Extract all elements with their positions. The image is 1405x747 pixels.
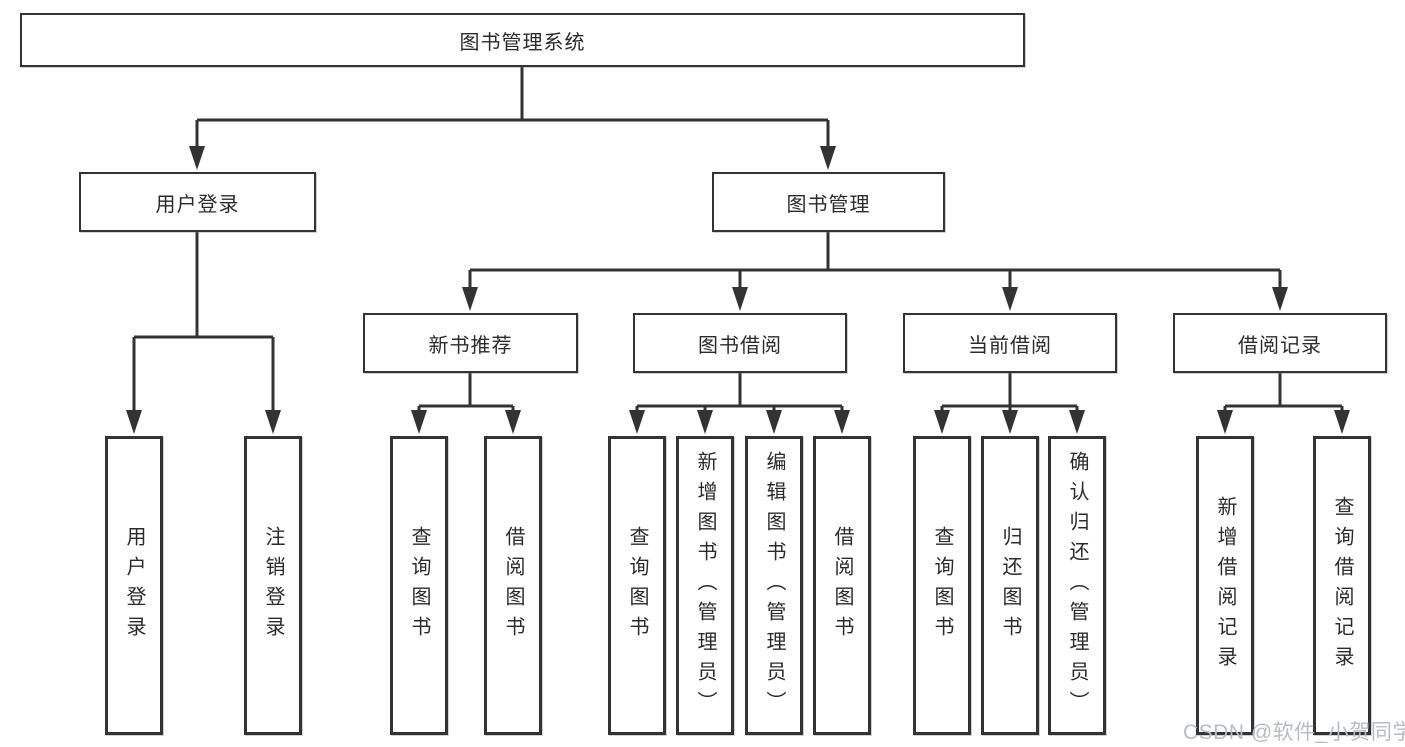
node-leaf-nbr-borrow-books-label: 借阅图书 [502,525,524,646]
arrowhead-br-query-record [1334,410,1350,434]
node-leaf-bb-edit-book-admin: 编辑图书（管理员） [745,436,803,735]
arrowhead-nbr-borrow-books [505,410,521,434]
node-branch-book-management: 图书管理 [712,172,945,232]
node-group-current-borrowing: 当前借阅 [903,313,1117,373]
arrowhead-new-book-recommend [462,287,478,311]
connector-user-login-to-leaves [132,232,275,411]
connector-new-book-recommend-to-leaves [417,373,515,411]
node-leaf-cb-query-books-label: 查询图书 [931,525,953,646]
node-leaf-bb-edit-book-admin-label: 编辑图书（管理员） [763,450,785,721]
node-group-book-borrowing-label: 图书借阅 [698,334,782,357]
node-leaf-bb-borrow-books: 借阅图书 [813,436,871,735]
node-leaf-user-login: 用户登录 [105,436,163,735]
node-leaf-cb-return-book-label: 归还图书 [999,525,1021,646]
arrowhead-cb-return-book [1002,410,1018,434]
node-leaf-bb-add-book-admin-label: 新增图书（管理员） [694,450,716,721]
node-group-book-borrowing: 图书借阅 [633,313,847,373]
node-branch-book-management-label: 图书管理 [786,193,871,216]
node-branch-user-login: 用户登录 [79,172,316,232]
connector-book-management-to-groups [468,232,1282,288]
node-leaf-cb-query-books: 查询图书 [913,436,971,735]
watermark: CSDN @软件_小贺同学 [1183,721,1405,744]
arrowhead-book-management [820,146,836,170]
arrowhead-user-login [189,146,205,170]
node-leaf-logout-label: 注销登录 [262,525,284,646]
arrowhead-bb-add-book [697,410,713,434]
node-leaf-br-add-record-label: 新增借阅记录 [1214,495,1236,676]
node-leaf-logout: 注销登录 [244,436,302,735]
node-leaf-br-add-record: 新增借阅记录 [1196,436,1254,735]
node-group-new-book-recommend-label: 新书推荐 [428,334,513,357]
arrowhead-cb-query-books [934,410,950,434]
arrowhead-book-borrowing [732,287,748,311]
node-library-system-label: 图书管理系统 [459,31,586,54]
node-leaf-cb-confirm-return-admin: 确认归还（管理员） [1048,436,1106,735]
node-group-borrow-records: 借阅记录 [1173,313,1387,373]
connector-borrow-records-to-leaves [1223,373,1344,411]
node-leaf-bb-query-books-label: 查询图书 [626,525,648,646]
arrowhead-cb-confirm-return [1069,410,1085,434]
node-leaf-user-login-label: 用户登录 [123,525,145,646]
arrowhead-nbr-query-books [411,410,427,434]
node-leaf-cb-confirm-return-admin-label: 确认归还（管理员） [1066,450,1088,721]
arrowhead-leaf-logout [265,410,281,434]
connector-current-borrowing-to-leaves [940,373,1079,411]
node-library-system: 图书管理系统 [20,13,1025,67]
node-group-current-borrowing-label: 当前借阅 [968,334,1052,357]
node-leaf-br-query-record-label: 查询借阅记录 [1331,495,1353,676]
node-leaf-bb-query-books: 查询图书 [608,436,666,735]
node-group-borrow-records-label: 借阅记录 [1238,334,1322,357]
connector-book-borrowing-to-leaves [635,373,844,411]
node-leaf-bb-add-book-admin: 新增图书（管理员） [676,436,734,735]
node-leaf-bb-borrow-books-label: 借阅图书 [831,525,853,646]
node-leaf-br-query-record: 查询借阅记录 [1313,436,1371,735]
node-leaf-cb-return-book: 归还图书 [981,436,1039,735]
arrowhead-borrow-records [1272,287,1288,311]
node-leaf-nbr-query-books: 查询图书 [390,436,448,735]
arrowhead-leaf-user-login [126,410,142,434]
node-leaf-nbr-borrow-books: 借阅图书 [484,436,542,735]
arrowhead-bb-edit-book [766,410,782,434]
connector-root-to-level2 [195,67,830,148]
node-group-new-book-recommend: 新书推荐 [363,313,578,373]
arrowhead-bb-query-books [629,410,645,434]
arrowhead-br-add-record [1217,410,1233,434]
arrowhead-current-borrowing [1002,287,1018,311]
node-branch-user-login-label: 用户登录 [155,193,240,216]
node-leaf-nbr-query-books-label: 查询图书 [408,525,430,646]
arrowhead-bb-borrow-books [834,410,850,434]
